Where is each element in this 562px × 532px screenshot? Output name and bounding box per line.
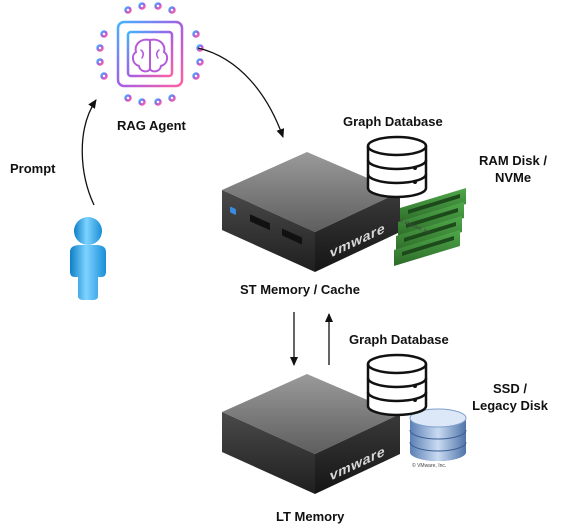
user-icon: [70, 217, 106, 300]
ram-disk-label: RAM Disk / NVMe: [470, 152, 556, 186]
lt-server-icon: [222, 374, 400, 494]
ram-disk-line2: NVMe: [494, 170, 532, 185]
prompt-arrow: [81, 99, 97, 206]
lt-memory-label: LT Memory: [276, 509, 345, 524]
st-database-icon: [366, 135, 428, 199]
ai-chip-icon: [96, 2, 204, 106]
ssd-line1: SSD /: [493, 381, 527, 396]
rag-agent-label: RAG Agent: [117, 118, 186, 133]
ssd-label: SSD / Legacy Disk: [466, 380, 554, 414]
ram-disk-line1: RAM Disk /: [479, 153, 547, 168]
prompt-label: Prompt: [10, 161, 56, 176]
st-memory-label: ST Memory / Cache: [240, 282, 360, 297]
copyright-bottom: © VMware, Inc.: [412, 463, 447, 469]
lt-database-icon: [366, 353, 428, 417]
disk-stack-icon: [409, 408, 467, 461]
ssd-line2: Legacy Disk: [472, 398, 548, 413]
st-server-icon: [222, 152, 400, 272]
agent-to-cache-arrow: [197, 47, 285, 138]
lt-graph-database-label: Graph Database: [349, 332, 449, 347]
st-graph-database-label: Graph Database: [343, 114, 443, 129]
ram-module-icon: [394, 188, 466, 266]
